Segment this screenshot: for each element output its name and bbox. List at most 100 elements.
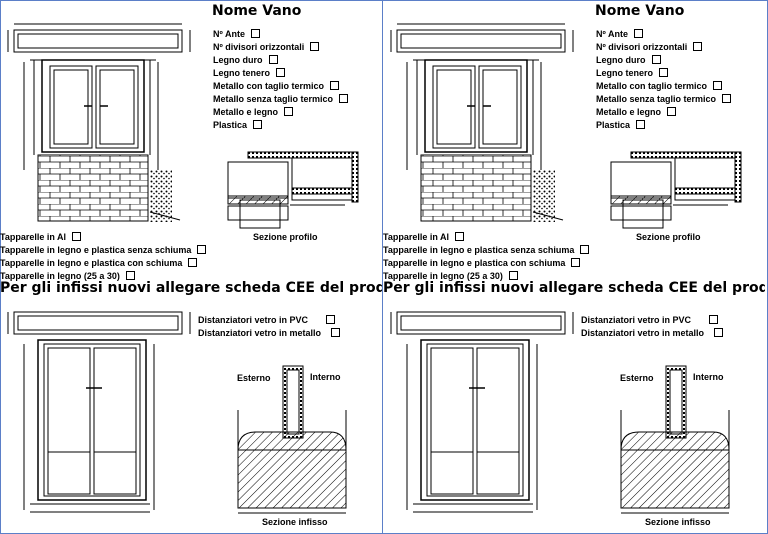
option-checkbox[interactable]: [310, 42, 320, 51]
option-checkbox[interactable]: [571, 258, 581, 267]
shutter-options: Tapparelle in Al Tapparelle in legno e p…: [383, 230, 590, 282]
option-checkbox[interactable]: [455, 232, 465, 241]
option-row: Metallo senza taglio termico: [213, 92, 349, 105]
option-checkbox[interactable]: [326, 315, 336, 324]
option-row: Legno tenero: [596, 66, 731, 79]
option-row: Legno duro: [213, 53, 348, 66]
option-checkbox[interactable]: [580, 245, 590, 254]
profile-section-drawing: [610, 151, 742, 229]
option-checkbox[interactable]: [72, 232, 82, 241]
option-label: Tapparelle in Al: [0, 231, 67, 242]
option-row: Metallo e legno: [213, 105, 348, 118]
panel-right: Nome Vano Nº Ante Nº divisori orizzontal…: [383, 0, 765, 534]
option-checkbox[interactable]: [693, 42, 703, 51]
option-label: Nº Ante: [596, 28, 628, 39]
option-checkbox[interactable]: [250, 29, 260, 38]
option-row: Tapparelle in Al: [0, 230, 206, 243]
outside-label: Esterno: [620, 373, 654, 383]
top-window-elevation: [7, 23, 191, 170]
option-row: Plastica: [213, 118, 348, 131]
shutter-options: Tapparelle in Al Tapparelle in legno e p…: [0, 230, 207, 282]
option-label: Nº divisori orizzontali: [596, 41, 688, 52]
option-row: Distanziatori vetro in metallo: [198, 326, 341, 339]
top-window-elevation: [390, 23, 574, 170]
option-row: Metallo con taglio termico: [213, 79, 348, 92]
ce-datasheet-notice: Per gli infissi nuovi allegare scheda CE…: [0, 280, 382, 296]
option-label: Plastica: [596, 119, 631, 130]
option-checkbox[interactable]: [188, 258, 198, 267]
option-checkbox[interactable]: [331, 328, 341, 337]
profile-section-drawing: [227, 151, 359, 229]
option-checkbox[interactable]: [667, 107, 677, 116]
glazing-section-drawing: [620, 365, 730, 514]
bottom-window-elevation: [7, 311, 191, 513]
profile-section-label: Sezione profilo: [636, 232, 701, 242]
frame-material-options: Nº Ante Nº divisori orizzontali Legno du…: [596, 27, 732, 131]
gravel-fill: [533, 170, 555, 222]
option-checkbox[interactable]: [714, 328, 724, 337]
option-row: Distanziatori vetro in PVC: [198, 313, 340, 326]
option-row: Tapparelle in legno e plastica con schiu…: [383, 256, 589, 269]
ce-datasheet-notice: Per gli infissi nuovi allegare scheda CE…: [383, 280, 765, 296]
option-label: Nº divisori orizzontali: [213, 41, 305, 52]
option-row: Metallo senza taglio termico: [596, 92, 732, 105]
option-checkbox[interactable]: [651, 55, 661, 64]
option-row: Tapparelle in legno e plastica con schiu…: [0, 256, 206, 269]
option-row: Distanziatori vetro in metallo: [581, 326, 724, 339]
option-checkbox[interactable]: [125, 271, 135, 280]
option-checkbox[interactable]: [633, 29, 643, 38]
option-checkbox[interactable]: [339, 94, 349, 103]
option-label: Metallo con taglio termico: [596, 80, 708, 91]
option-label: Legno tenero: [213, 67, 271, 78]
option-label: Tapparelle in legno e plastica senza sch…: [0, 244, 192, 255]
option-row: Nº Ante: [213, 27, 348, 40]
option-label: Distanziatori vetro in metallo: [198, 327, 322, 338]
option-row: Metallo e legno: [596, 105, 731, 118]
window-section-label: Sezione infisso: [262, 517, 328, 527]
option-checkbox[interactable]: [268, 55, 278, 64]
option-label: Distanziatori vetro in PVC: [581, 314, 692, 325]
bottom-window-elevation: [390, 311, 574, 513]
window-section-label: Sezione infisso: [645, 517, 711, 527]
option-label: Metallo senza taglio termico: [213, 93, 334, 104]
option-checkbox[interactable]: [713, 81, 723, 90]
panel-left: Nome Vano Nº Ante Nº divisori orizzontal…: [0, 0, 382, 534]
panel-divider: [382, 0, 383, 534]
option-label: Legno duro: [213, 54, 263, 65]
gravel-fill: [150, 170, 172, 222]
outside-label: Esterno: [237, 373, 271, 383]
option-row: Nº divisori orizzontali: [596, 40, 731, 53]
option-row: Plastica: [596, 118, 731, 131]
option-checkbox[interactable]: [709, 315, 719, 324]
option-checkbox[interactable]: [197, 245, 207, 254]
option-label: Metallo e legno: [213, 106, 279, 117]
option-checkbox[interactable]: [722, 94, 732, 103]
brick-wall: [37, 154, 149, 222]
inside-label: Interno: [693, 372, 724, 382]
option-row: Tapparelle in legno (25 a 30): [0, 269, 206, 282]
option-label: Metallo con taglio termico: [213, 80, 325, 91]
option-row: Nº Ante: [596, 27, 731, 40]
option-label: Metallo senza taglio termico: [596, 93, 717, 104]
option-label: Plastica: [213, 119, 248, 130]
option-checkbox[interactable]: [284, 107, 294, 116]
glass-spacer-options: Distanziatori vetro in PVC Distanziatori…: [198, 313, 341, 339]
option-label: Distanziatori vetro in PVC: [198, 314, 309, 325]
option-checkbox[interactable]: [659, 68, 669, 77]
inside-label: Interno: [310, 372, 341, 382]
option-checkbox[interactable]: [253, 120, 263, 129]
option-checkbox[interactable]: [508, 271, 518, 280]
option-label: Legno tenero: [596, 67, 654, 78]
option-row: Tapparelle in legno (25 a 30): [383, 269, 589, 282]
option-label: Metallo e legno: [596, 106, 662, 117]
option-row: Legno duro: [596, 53, 731, 66]
room-name-title: Nome Vano: [212, 3, 302, 19]
option-label: Tapparelle in legno (25 a 30): [383, 270, 503, 281]
option-label: Tapparelle in Al: [383, 231, 450, 242]
option-label: Distanziatori vetro in metallo: [581, 327, 705, 338]
option-checkbox[interactable]: [636, 120, 646, 129]
option-label: Tapparelle in legno e plastica senza sch…: [383, 244, 575, 255]
option-checkbox[interactable]: [330, 81, 340, 90]
option-checkbox[interactable]: [276, 68, 286, 77]
